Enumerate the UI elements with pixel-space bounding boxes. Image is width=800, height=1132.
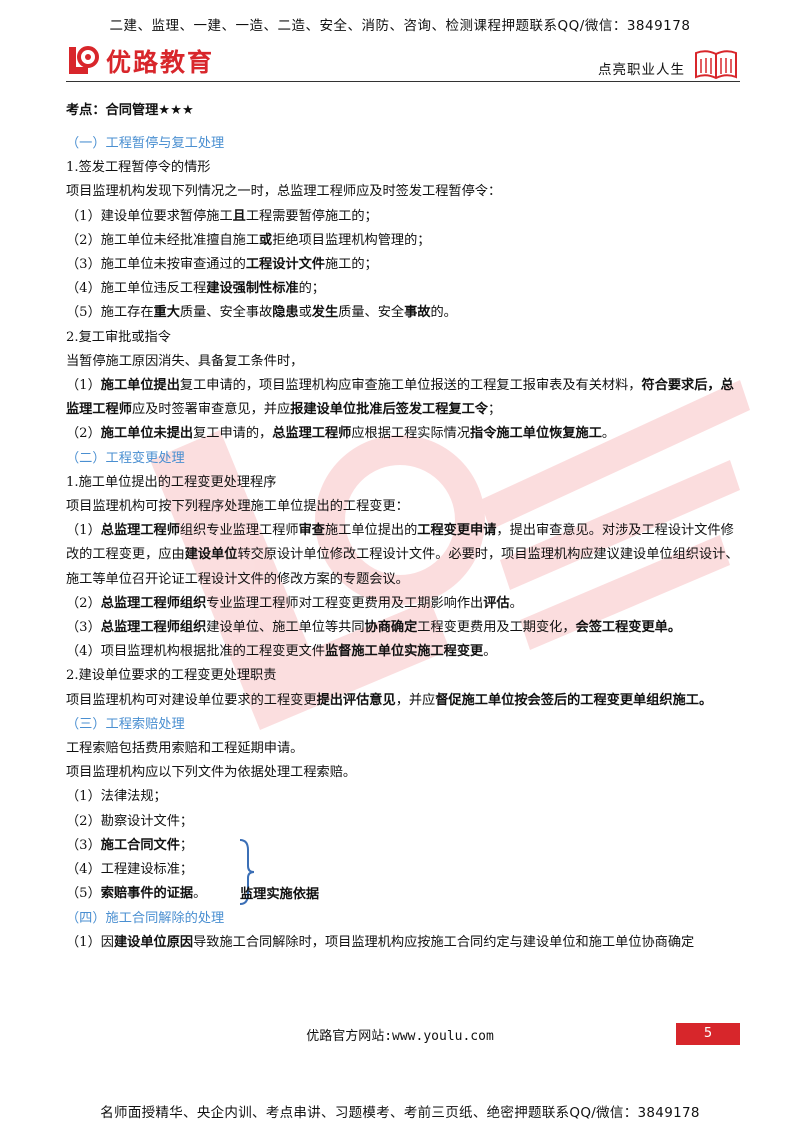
section-heading: （一）工程暂停与复工处理: [66, 136, 225, 151]
subheading: 1.施工单位提出的工程变更处理程序: [66, 474, 277, 490]
paragraph: 项目监理机构发现下列情况之一时，总监理工程师应及时签发工程暂停令：: [66, 184, 502, 200]
section-heading: （二）工程变更处理: [66, 450, 185, 466]
subheading: 2.建设单位要求的工程变更处理职责: [66, 668, 277, 684]
slogan: 点亮职业人生: [598, 62, 685, 78]
paragraph: 项目监理机构可按下列程序处理施工单位提出的工程变更：: [66, 499, 409, 515]
logo-text: 优路教育: [106, 48, 215, 77]
subheading: 1.签发工程暂停令的情形: [66, 160, 211, 176]
list-item: （5）索赔事件的证据。: [66, 886, 207, 902]
open-book-icon: [695, 50, 737, 80]
list-item: （3）总监理工程师组织建设单位、施工单位等共同协商确定工程变更费用及工期变化，会…: [66, 620, 682, 636]
list-item: （1）总监理工程师组织专业监理工程师审查施工单位提出的工程变更申请，提出审查意见…: [66, 523, 739, 587]
footer-website: 优路官方网站:www.youlu.com: [306, 1029, 494, 1044]
list-item: （2）施工单位未提出复工申请的，总监理工程师应根据工程实际情况指令施工单位恢复施…: [66, 426, 616, 442]
youlu-logo-icon: [69, 46, 99, 74]
list-item: （1）因建设单位原因导致施工合同解除时，项目监理机构应按施工合同约定与建设单位和…: [66, 934, 695, 950]
list-item: （4）施工单位违反工程建设强制性标准的；: [66, 281, 325, 297]
section-heading: （三）工程索赔处理: [66, 716, 185, 732]
list-item: （2）总监理工程师组织专业监理工程师对工程变更费用及工期影响作出评估。: [66, 595, 523, 611]
top-contact-banner: 二建、监理、一建、一造、二造、安全、消防、咨询、检测课程押题联系QQ/微信：38…: [109, 18, 691, 34]
list-item: （1）施工单位提出复工申请的，项目监理机构应审查施工单位报送的工程复工报审表及有…: [66, 378, 734, 418]
list-item: （1）法律法规；: [66, 789, 167, 805]
header-divider: [66, 81, 740, 82]
paragraph: 当暂停施工原因消失、具备复工条件时，: [66, 353, 304, 369]
list-item: （3）施工合同文件；: [66, 837, 194, 853]
right-brace-icon: [239, 839, 255, 905]
document-content: 考点：合同管理★★★ （一）工程暂停与复工处理 1.签发工程暂停令的情形 项目监…: [66, 98, 742, 955]
page-number: 5: [676, 1023, 740, 1045]
list-item: （2）勘察设计文件；: [66, 813, 194, 829]
brace-label: 监理实施依据: [240, 887, 320, 902]
list-item: （2）施工单位未经批准擅自施工或拒绝项目监理机构管理的；: [66, 232, 431, 248]
list-item: （5）施工存在重大质量、安全事故隐患或发生质量、安全事故的。: [66, 305, 457, 321]
topic-title: 考点：合同管理★★★: [66, 103, 194, 118]
paragraph: 项目监理机构可对建设单位要求的工程变更提出评估意见，并应督促施工单位按会签后的工…: [66, 692, 713, 708]
list-item: （3）施工单位未按审查通过的工程设计文件施工的；: [66, 257, 378, 273]
subheading: 2.复工审批或指令: [66, 329, 171, 345]
brand-logo: 优路教育: [66, 44, 214, 78]
paragraph: 项目监理机构应以下列文件为依据处理工程索赔。: [66, 765, 357, 781]
list-item: （1）建设单位要求暂停施工且工程需要暂停施工的；: [66, 208, 378, 224]
list-item: （4）项目监理机构根据批准的工程变更文件监督施工单位实施工程变更。: [66, 644, 497, 660]
list-item: （4）工程建设标准；: [66, 862, 194, 878]
paragraph: 工程索赔包括费用索赔和工程延期申请。: [66, 741, 304, 757]
bottom-contact-banner: 名师面授精华、央企内训、考点串讲、习题模考、考前三页纸、绝密押题联系QQ/微信：…: [100, 1105, 700, 1121]
section-heading: （四）施工合同解除的处理: [66, 910, 225, 926]
